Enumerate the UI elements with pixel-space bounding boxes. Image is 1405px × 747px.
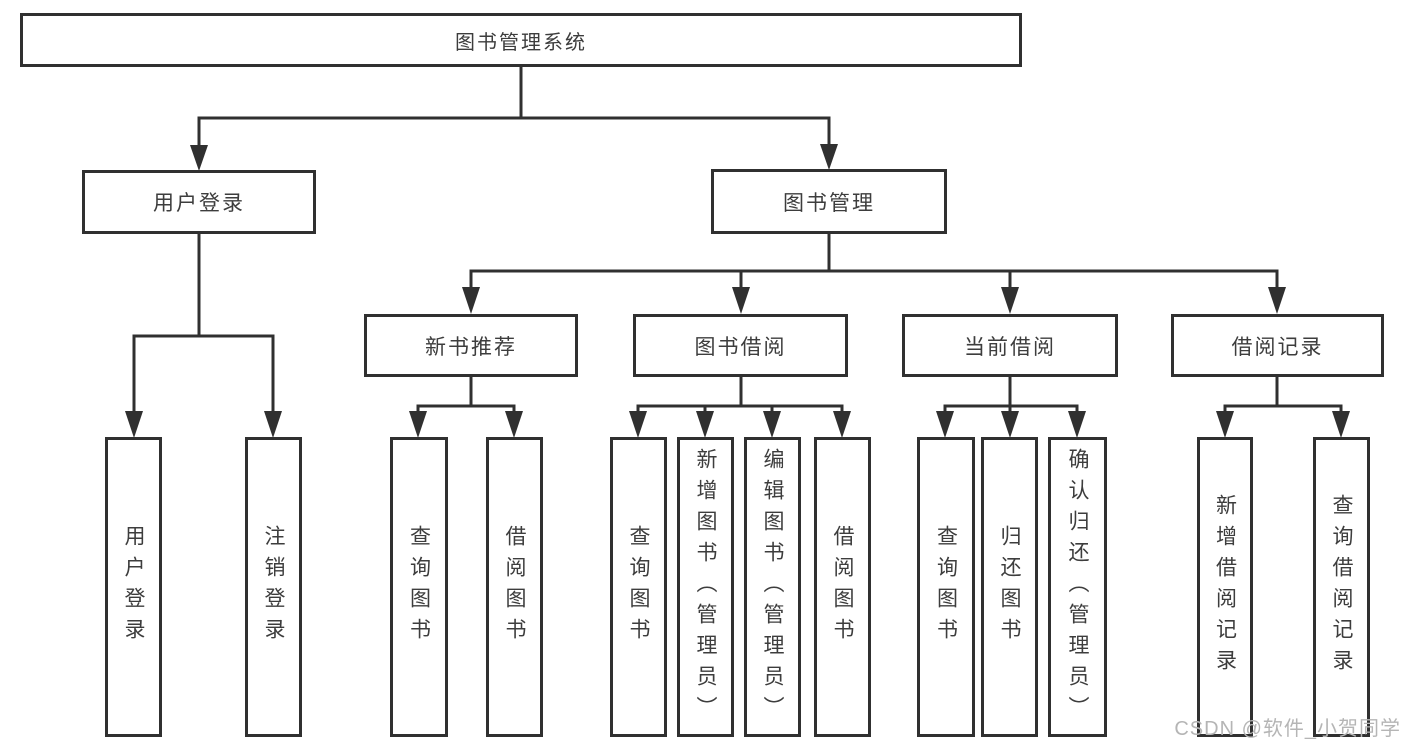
connector-current-borrowing-to-leaves — [936, 375, 1086, 438]
leaf-confirm-return-admin: 确认归还（管理员） — [1048, 437, 1107, 737]
connector-user-login-to-leaves — [125, 232, 282, 438]
leaf-add-borrow-record: 新增借阅记录 — [1197, 437, 1253, 737]
leaf-borrow-books-b-label: 借阅图书 — [831, 525, 854, 649]
arrowhead — [1068, 411, 1086, 438]
node-borrowing-records-label: 借阅记录 — [1231, 335, 1324, 359]
connector-book-borrowing-to-leaves — [629, 375, 851, 438]
leaf-add-books-admin: 新增图书（管理员） — [677, 437, 734, 737]
node-current-borrowing-label: 当前借阅 — [964, 335, 1056, 359]
arrowhead — [732, 287, 750, 314]
arrowhead — [1216, 411, 1234, 438]
leaf-return-books: 归还图书 — [981, 437, 1038, 737]
leaf-query-books-a: 查询图书 — [390, 437, 448, 737]
arrowhead — [409, 411, 427, 438]
leaf-query-books-b-label: 查询图书 — [627, 525, 650, 649]
leaf-edit-books-admin-label: 编辑图书（管理员） — [761, 447, 784, 727]
node-book-management-label: 图书管理 — [783, 191, 875, 215]
leaf-user-login-label: 用户登录 — [122, 525, 145, 649]
leaf-borrow-books-a: 借阅图书 — [486, 437, 543, 737]
connector-root-to-level2 — [190, 65, 838, 171]
watermark: CSDN @软件_小贺同学 — [1174, 718, 1401, 740]
arrowhead — [936, 411, 954, 438]
node-book-management: 图书管理 — [711, 169, 947, 234]
arrowhead — [833, 411, 851, 438]
arrowhead — [763, 411, 781, 438]
node-new-book-recommend: 新书推荐 — [364, 314, 578, 377]
node-borrowing-records: 借阅记录 — [1171, 314, 1384, 377]
arrowhead — [264, 411, 282, 438]
node-user-login: 用户登录 — [82, 170, 316, 234]
arrowhead — [820, 144, 838, 170]
node-root: 图书管理系统 — [20, 13, 1022, 67]
leaf-add-borrow-record-label: 新增借阅记录 — [1213, 494, 1237, 680]
leaf-query-borrow-record-label: 查询借阅记录 — [1330, 494, 1353, 680]
arrowhead — [696, 411, 714, 438]
arrowhead — [125, 411, 143, 438]
node-root-label: 图书管理系统 — [455, 31, 587, 54]
leaf-logout-login: 注销登录 — [245, 437, 302, 737]
connector-book-management-to-level3 — [462, 232, 1286, 314]
leaf-add-books-admin-label: 新增图书（管理员） — [694, 447, 717, 727]
leaf-query-books-b: 查询图书 — [610, 437, 667, 737]
leaf-borrow-books-a-label: 借阅图书 — [503, 525, 526, 649]
node-book-borrowing: 图书借阅 — [633, 314, 848, 377]
arrowhead — [629, 411, 647, 438]
node-book-borrowing-label: 图书借阅 — [694, 335, 787, 359]
arrowhead — [1332, 411, 1350, 438]
arrowhead — [1001, 411, 1019, 438]
leaf-return-books-label: 归还图书 — [998, 525, 1021, 649]
arrowhead — [462, 287, 480, 314]
arrowhead — [505, 411, 523, 438]
leaf-query-borrow-record: 查询借阅记录 — [1313, 437, 1370, 737]
node-user-login-label: 用户登录 — [153, 192, 245, 215]
leaf-borrow-books-b: 借阅图书 — [814, 437, 871, 737]
leaf-confirm-return-admin-label: 确认归还（管理员） — [1066, 447, 1089, 727]
leaf-logout-login-label: 注销登录 — [262, 525, 285, 649]
arrowhead — [190, 145, 208, 171]
arrowhead — [1268, 287, 1286, 314]
leaf-edit-books-admin: 编辑图书（管理员） — [744, 437, 801, 737]
leaf-query-books-c: 查询图书 — [917, 437, 975, 737]
node-new-book-recommend-label: 新书推荐 — [425, 335, 517, 359]
leaf-query-books-a-label: 查询图书 — [407, 525, 431, 649]
node-current-borrowing: 当前借阅 — [902, 314, 1118, 377]
leaf-user-login: 用户登录 — [105, 437, 162, 737]
leaf-query-books-c-label: 查询图书 — [934, 525, 958, 649]
connector-borrowing-records-to-leaves — [1216, 375, 1350, 438]
connector-new-book-recommend-to-leaves — [409, 375, 523, 438]
arrowhead — [1001, 287, 1019, 314]
